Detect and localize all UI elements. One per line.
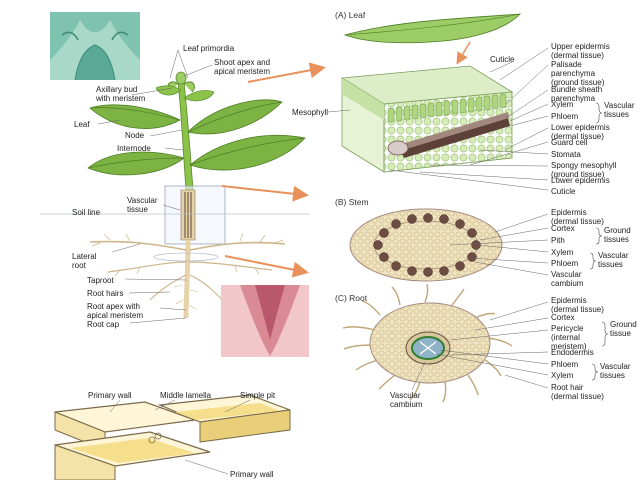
label-middle-lamella: Middle lamella (160, 391, 212, 400)
leader-lines (97, 47, 549, 475)
root-section-title: (C) Root (335, 293, 368, 303)
label-root-ground-tissue: Ground tissue (610, 320, 637, 338)
label-root-vascular-cambium: Vascular cambium (390, 391, 423, 409)
label-taproot: Taproot (87, 276, 114, 285)
label-root-hairs: Root hairs (87, 289, 124, 298)
label-stem-epidermis: Epidermis (dermal tissue) (551, 208, 604, 226)
label-leaf-primordia: Leaf primordia (183, 44, 235, 53)
stem-cutaway (164, 185, 226, 245)
root-system (89, 232, 286, 319)
cell-wall-illustration (54, 394, 291, 481)
label-palisade: Palisade parenchyma (ground tissue) (551, 60, 605, 87)
arrow-to-stem (221, 185, 309, 202)
label-simple-pit: Simple pit (240, 391, 276, 400)
label-mesophyll: Mesophyll (292, 108, 329, 117)
label-root-apex: Root apex with apical meristem (87, 302, 144, 320)
stem-cross-section (349, 208, 503, 282)
root-tip-micrograph (221, 285, 309, 357)
label-stem-pith: Pith (551, 236, 565, 245)
label-cuticle-top: Cuticle (490, 55, 515, 64)
label-lateral-root: Lateral root (72, 252, 97, 270)
label-node: Node (125, 131, 145, 140)
plant-shoot (87, 71, 306, 191)
label-bundle-sheath: Bundle sheath parenchyma (551, 85, 603, 103)
arrow-to-root (224, 255, 309, 278)
label-axillary-bud: Axillary bud with meristem (96, 85, 146, 103)
label-stem-cortex: Cortex (551, 224, 575, 233)
root-cross-section (342, 283, 513, 403)
root-section-ring (153, 252, 219, 262)
label-vascular-tissue: Vascular tissue (127, 196, 158, 214)
label-leaf-xylem: Xylem (551, 100, 574, 109)
label-stem-ground-tissues: Ground tissues (604, 226, 631, 244)
label-upper-epidermis: Upper epidermis (dermal tissue) (551, 42, 610, 60)
label-root-xylem: Xylem (551, 371, 574, 380)
leaf-section-title: (A) Leaf (335, 10, 366, 20)
shoot-apex-micrograph (50, 12, 140, 81)
stem-section-title: (B) Stem (335, 197, 369, 207)
label-stem-phloem: Phloem (551, 259, 579, 268)
label-root-vascular-tissues: Vascular tissues (600, 362, 631, 380)
label-guard-cell: Guard cell (551, 138, 588, 147)
brackets (589, 102, 609, 381)
label-cuticle-bottom: Cuticle (551, 187, 576, 196)
label-root-cortex: Cortex (551, 313, 575, 322)
label-root-hair: Root hair (dermal tissue) (551, 383, 604, 401)
label-leaf-vascular-tissues: Vascular tissues (604, 101, 635, 119)
label-primary-wall-bottom: Primary wall (230, 470, 274, 479)
label-shoot-apex: Shoot apex and apical meristem (214, 58, 271, 76)
label-stem-vascular-tissues: Vascular tissues (598, 251, 629, 269)
label-soil-line: Soil line (72, 208, 101, 217)
arrow-to-leaf (247, 62, 326, 83)
label-root-epidermis: Epidermis (dermal tissue) (551, 296, 604, 314)
label-leaf: Leaf (74, 120, 90, 129)
leaf-cross-section (340, 65, 514, 173)
label-endodermis: Endodermis (551, 348, 594, 357)
label-pericycle: Pericycle (internal meristem) (551, 324, 587, 351)
label-primary-wall-top: Primary wall (88, 391, 132, 400)
label-root-phloem: Phloem (551, 360, 579, 369)
label-stomata: Stomata (551, 150, 581, 159)
label-root-cap: Root cap (87, 320, 120, 329)
leaf-lower-left (87, 151, 185, 176)
label-lower-epidermis-2: Lower epidermis (551, 176, 610, 185)
leaf-outline (343, 13, 522, 65)
label-internode: Internode (117, 144, 151, 153)
label-stem-xylem: Xylem (551, 248, 574, 257)
label-leaf-phloem: Phloem (551, 112, 579, 121)
label-stem-vascular-cambium: Vascular cambium (551, 270, 584, 288)
leaf-upper-right (187, 99, 283, 135)
label-leaf-lower-epidermis: Lower epidermis (dermal tissue) (551, 123, 610, 141)
label-spongy: Spongy mesophyll (ground tissue) (551, 161, 617, 179)
